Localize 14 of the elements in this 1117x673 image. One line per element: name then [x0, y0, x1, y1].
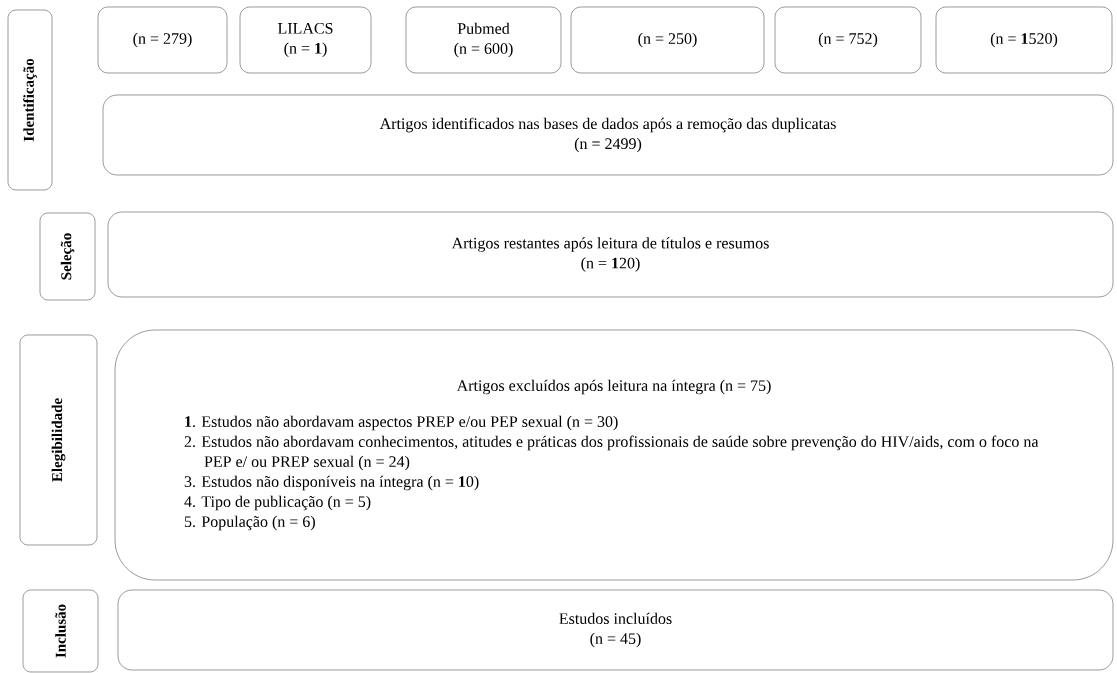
stage-label-box: Identificação — [7, 9, 53, 191]
process-box: Artigos restantes após leitura de títulos e resumos (n = 120) — [107, 211, 1114, 298]
database-box: (n = 279) — [97, 6, 228, 74]
database-box: LILACS (n = 1) — [239, 6, 372, 74]
exclusion-box: Artigos excluídos após leitura na íntegra (n = 75) 1. Estudos não abordavam aspectos PREP e/ou PEP sexual (n = 30) 2. Estudos não abordavam conhecimentos, atitudes e práticas dos profissionais de saúde sobre prevenção do HIV/aids, com o foco na PEP e/ ou PREP sexual (n = 24) 3. Estudos não disponíveis na íntegra (n = 10) 4. Tipo de publicação (n = 5) 5. População (n = 6) — [114, 329, 1114, 581]
stage-label-box: Inclusão — [22, 589, 99, 673]
process-box: Estudos incluídos (n = 45) — [117, 589, 1114, 671]
database-box: (n = 752) — [774, 6, 922, 74]
process-box: Artigos identificados nas bases de dados após a remoção das duplicatas (n = 2499) — [102, 94, 1114, 176]
database-box: Pubmed (n = 600) — [405, 6, 562, 74]
stage-label-box: Seleção — [39, 212, 96, 301]
stage-label-box: Elegibilidade — [19, 334, 98, 546]
database-box: (n = 250) — [570, 6, 765, 74]
database-box: (n = 1520) — [935, 6, 1113, 74]
